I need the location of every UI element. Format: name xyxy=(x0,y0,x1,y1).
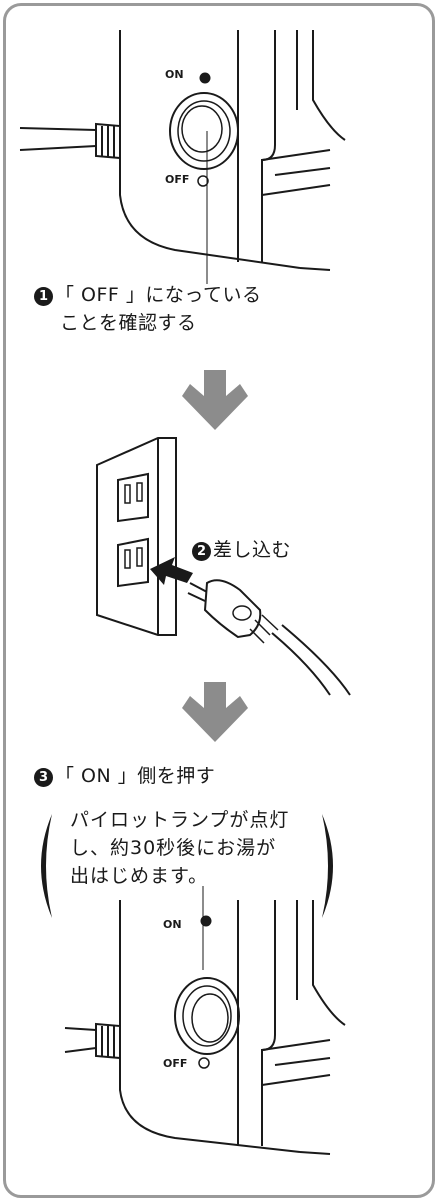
step1-line1: 「 OFF 」になっている xyxy=(55,284,262,306)
step3-label: 「 ON 」側を押す xyxy=(55,765,216,787)
step2-label: 差し込む xyxy=(213,539,292,561)
step1-text: 1「 OFF 」になっている xyxy=(34,283,261,308)
switch-bottom-off-label: OFF xyxy=(163,1057,188,1070)
note-line1: パイロットランプが点灯 xyxy=(70,809,290,831)
switch-bottom-on-label: ON xyxy=(163,918,182,931)
note-line2: し、約30秒後にお湯が xyxy=(70,837,277,859)
switch-top-off-label: OFF xyxy=(165,173,190,186)
step1-number-badge: 1 xyxy=(34,287,53,306)
switch-top-on-label: ON xyxy=(165,68,184,81)
left-paren-icon xyxy=(41,814,52,918)
step3-number-badge: 3 xyxy=(34,768,53,787)
step2-number-badge: 2 xyxy=(192,542,211,561)
note-line3: 出はじめます。 xyxy=(70,865,209,887)
on-lamp-icon xyxy=(200,915,212,927)
step3-text: 3「 ON 」側を押す xyxy=(34,764,215,789)
right-paren-icon xyxy=(322,814,333,918)
step1-line2: ことを確認する xyxy=(60,312,197,334)
wall-outlet-plug-illustration xyxy=(96,437,351,696)
appliance-switch-on-illustration xyxy=(64,886,346,1155)
down-arrow-icon xyxy=(182,370,248,430)
on-lamp-icon xyxy=(199,72,211,84)
insert-arrow-icon xyxy=(150,557,193,585)
appliance-switch-off-illustration xyxy=(19,30,346,284)
down-arrow-icon xyxy=(182,682,248,742)
